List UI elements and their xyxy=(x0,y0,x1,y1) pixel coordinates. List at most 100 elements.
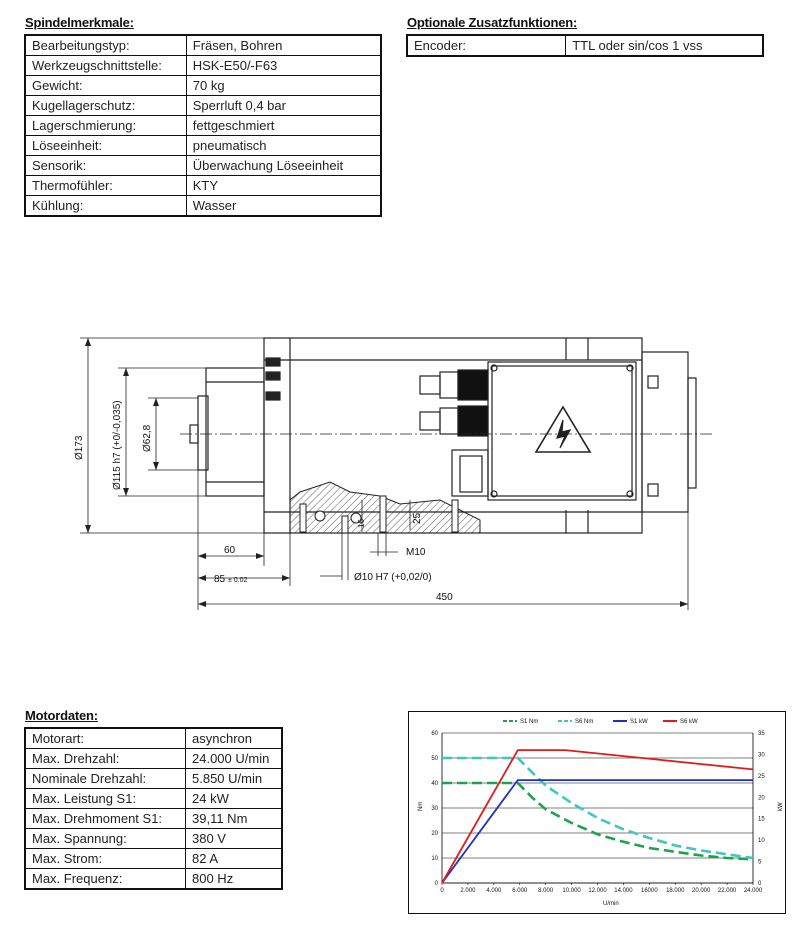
legend-label: S1 kW xyxy=(630,719,648,725)
y-right-tick-label: 0 xyxy=(758,881,762,887)
x-tick-label: 16000 xyxy=(641,888,658,894)
dim-62: Ø62,8 xyxy=(142,424,153,452)
x-tick-label: 18.000 xyxy=(666,888,685,894)
x-tick-label: 2.000 xyxy=(460,888,476,894)
options-table: Encoder:TTL oder sin/cos 1 vss xyxy=(406,34,764,57)
spindle-section-title: Spindelmerkmale: xyxy=(25,15,134,30)
dim-10: Ø10 H7 (+0,02/0) xyxy=(354,572,432,583)
motor-spec-label: Max. Drehzahl: xyxy=(24,748,186,769)
motor-spec-row: Max. Strom:82 A xyxy=(24,848,283,869)
y-right-tick-label: 30 xyxy=(758,752,765,758)
motor-spec-row: Max. Spannung:380 V xyxy=(24,828,283,849)
motor-spec-row: Max. Leistung S1:24 kW xyxy=(24,788,283,809)
y-left-tick-label: 40 xyxy=(431,781,438,787)
series-s1-kw xyxy=(441,779,753,884)
spindle-spec-label: Gewicht: xyxy=(24,75,187,96)
series-s1-nm xyxy=(442,781,754,861)
motor-spec-value: asynchron xyxy=(185,727,283,749)
motor-spec-value: 39,11 Nm xyxy=(185,808,283,829)
motor-spec-label: Max. Frequenz: xyxy=(24,868,186,890)
x-tick-label: 8.000 xyxy=(538,888,554,894)
option-value: TTL oder sin/cos 1 vss xyxy=(565,34,764,57)
y-left-tick-label: 10 xyxy=(431,856,438,862)
dim-173: Ø173 xyxy=(74,435,85,460)
motor-spec-value: 82 A xyxy=(185,848,283,869)
y-left-tick-label: 60 xyxy=(431,731,438,737)
spindle-spec-row: Werkzeugschnittstelle:HSK-E50/-F63 xyxy=(24,55,382,76)
spindle-spec-label: Werkzeugschnittstelle: xyxy=(24,55,187,76)
motor-spec-value: 380 V xyxy=(185,828,283,849)
motor-spec-label: Max. Drehmoment S1: xyxy=(24,808,186,829)
y-right-tick-label: 15 xyxy=(758,817,765,823)
spindle-spec-row: Lagerschmierung:fettgeschmiert xyxy=(24,115,382,136)
spindle-spec-label: Lagerschmierung: xyxy=(24,115,187,136)
warning-triangle xyxy=(534,405,592,453)
option-label: Encoder: xyxy=(406,34,567,57)
spindle-spec-row: Bearbeitungstyp:Fräsen, Bohren xyxy=(24,34,382,56)
motor-spec-label: Nominale Drehzahl: xyxy=(24,768,186,789)
spindle-spec-value: fettgeschmiert xyxy=(185,115,382,136)
dim-25: 25 xyxy=(412,512,423,524)
y-right-tick-label: 25 xyxy=(758,774,765,780)
legend-label: S6 Nm xyxy=(575,719,593,725)
spindle-spec-label: Sensorik: xyxy=(24,155,187,176)
motor-spec-row: Motorart:asynchron xyxy=(24,727,283,749)
spindle-spec-row: Thermofühler:KTY xyxy=(24,175,382,196)
dim-16: 16 xyxy=(357,519,366,528)
x-tick-label: 10.000 xyxy=(562,888,581,894)
motor-spec-label: Max. Leistung S1: xyxy=(24,788,186,809)
option-row: Encoder:TTL oder sin/cos 1 vss xyxy=(406,34,764,57)
spindle-spec-label: Kühlung: xyxy=(24,195,187,217)
spindle-spec-row: Löseeinheit:pneumatisch xyxy=(24,135,382,156)
motor-spec-label: Motorart: xyxy=(24,727,186,749)
chart-frame xyxy=(408,711,786,914)
series-s6-nm xyxy=(442,756,754,860)
y-left-tick-label: 50 xyxy=(431,756,438,762)
connector-lower xyxy=(419,405,489,437)
legend-label: S1 Nm xyxy=(520,719,538,725)
x-tick-label: 0 xyxy=(440,888,444,894)
motor-spec-value: 5.850 U/min xyxy=(185,768,283,789)
chart-x-label: U/min xyxy=(603,901,619,907)
x-tick-label: 20.000 xyxy=(692,888,711,894)
dim-60: 60 xyxy=(224,545,236,556)
dim-85-tolerance: ± 0.02 xyxy=(228,577,248,584)
spindle-spec-row: Sensorik:Überwachung Löseeinheit xyxy=(24,155,382,176)
y-left-tick-label: 0 xyxy=(435,881,439,887)
motor-spec-value: 24 kW xyxy=(185,788,283,809)
spindle-spec-value: Sperrluft 0,4 bar xyxy=(185,95,382,116)
motor-spec-row: Max. Frequenz:800 Hz xyxy=(24,868,283,890)
y-left-tick-label: 30 xyxy=(431,806,438,812)
motor-spec-label: Max. Spannung: xyxy=(24,828,186,849)
spindle-spec-label: Thermofühler: xyxy=(24,175,187,196)
chart-legend: S1 Nm S6 Nm S1 kW S6 kW xyxy=(503,719,698,725)
spindle-spec-value: HSK-E50/-F63 xyxy=(185,55,382,76)
dim-m10: M10 xyxy=(406,547,426,558)
motor-section-title: Motordaten: xyxy=(25,708,98,723)
dim-85: 85 xyxy=(214,574,226,585)
y-right-tick-label: 5 xyxy=(758,860,762,866)
spindle-spec-value: Wasser xyxy=(185,195,382,217)
x-tick-label: 14.000 xyxy=(614,888,633,894)
spindle-spec-label: Löseeinheit: xyxy=(24,135,187,156)
x-tick-label: 22.000 xyxy=(718,888,737,894)
motor-spec-row: Max. Drehzahl:24.000 U/min xyxy=(24,748,283,769)
spindle-technical-drawing: Ø173 Ø115 h7 (+0/-0,035) Ø62,8 60 85 ± 0… xyxy=(74,337,712,610)
motor-spec-label: Max. Strom: xyxy=(24,848,186,869)
options-section-title: Optionale Zusatzfunktionen: xyxy=(407,15,578,30)
spindle-spec-label: Kugellagerschutz: xyxy=(24,95,187,116)
motor-spec-row: Max. Drehmoment S1:39,11 Nm xyxy=(24,808,283,829)
legend-label: S6 kW xyxy=(680,719,698,725)
x-tick-label: 24.000 xyxy=(744,888,763,894)
spindle-spec-value: 70 kg xyxy=(185,75,382,96)
y-left-tick-label: 20 xyxy=(431,831,438,837)
spindle-spec-row: Kühlung:Wasser xyxy=(24,195,382,217)
chart-y-left-label: Nm xyxy=(418,802,424,811)
motor-spec-value: 800 Hz xyxy=(185,868,283,890)
spindle-spec-row: Kugellagerschutz:Sperrluft 0,4 bar xyxy=(24,95,382,116)
header-remnant xyxy=(723,0,763,2)
